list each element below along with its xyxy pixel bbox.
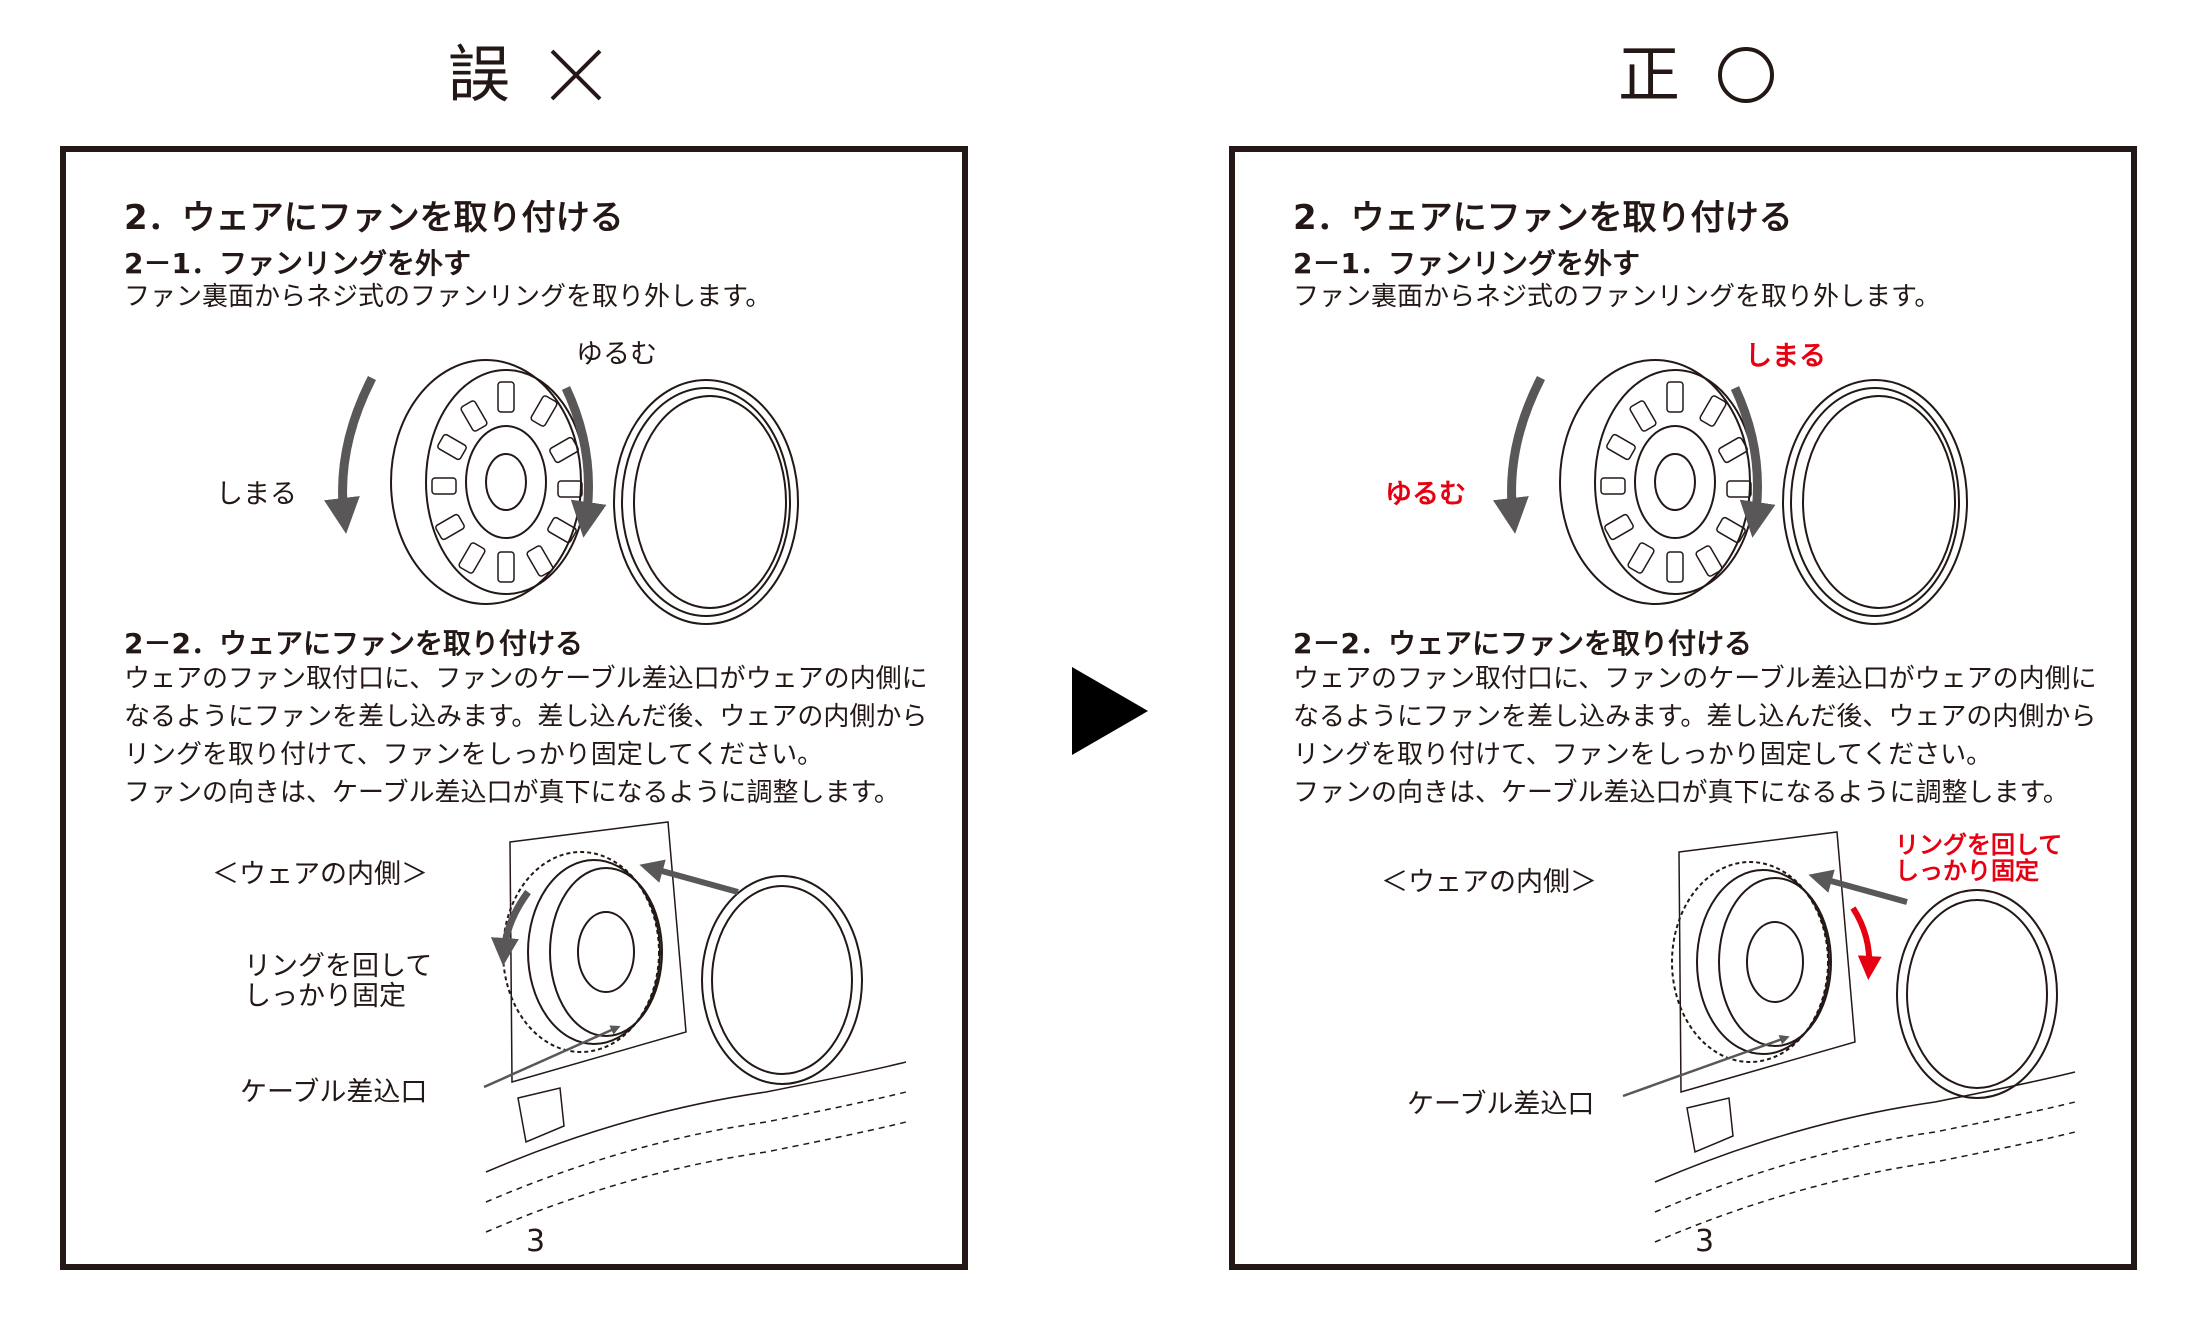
section2-line-1: ウェアのファン取付口に、ファンのケーブル差込口がウェアの内側に (1293, 664, 2097, 694)
section1-body: ファン裏面からネジ式のファンリングを取り外します。 (124, 282, 772, 312)
page-number: 3 (1695, 1224, 1715, 1259)
section2-line-3: リングを取り付けて、ファンをしっかり固定してください。 (124, 740, 824, 770)
label-loosen: ゆるむ (1385, 479, 1466, 510)
section1-body: ファン裏面からネジ式のファンリングを取り外します。 (1293, 282, 1941, 312)
heading-wrong-text: 誤 (448, 38, 511, 111)
section2-body: ウェアのファン取付口に、ファンのケーブル差込口がウェアの内側に なるようにファン… (1293, 660, 2097, 812)
fan-bottom-icon (502, 851, 663, 1053)
label-inside: ＜ウェアの内側＞ (212, 859, 428, 890)
label-ring-fix-line-1: リングを回して (244, 951, 433, 982)
section2-line-4: ファンの向きは、ケーブル差込口が真下になるように調整します。 (1293, 778, 2069, 808)
heading-wrong: 誤 (448, 30, 606, 120)
label-inside: ＜ウェアの内側＞ (1381, 867, 1597, 898)
label-ring-fix-line-2: しっかり固定 (244, 981, 406, 1012)
garment-icon (1654, 831, 2076, 1243)
fan-ring-illustration (324, 359, 907, 1233)
fan-icon (390, 359, 587, 605)
section2-line-2: なるようにファンを差し込みます。差し込んだ後、ウェアの内側から (1293, 702, 2097, 732)
label-ring-fix: リングを回して しっかり固定 (1895, 832, 2062, 884)
rotate-arrow-right-icon (561, 386, 607, 538)
heading-right: 正 (1618, 30, 1776, 120)
label-tighten: しまる (1745, 341, 1826, 372)
rotate-arrow-bottom-icon (490, 889, 531, 966)
label-tighten: しまる (216, 479, 297, 510)
section2-title: 2－2．ウェアにファンを取り付ける (124, 627, 583, 660)
ring-bottom-icon (701, 875, 863, 1085)
label-ring-fix: リングを回して しっかり固定 (244, 952, 432, 1012)
garment-icon (485, 821, 907, 1233)
label-ring-fix-line-1: リングを回して (1895, 831, 2063, 859)
rotate-arrow-left-icon (324, 375, 377, 534)
page-title: 2．ウェアにファンを取り付ける (124, 198, 624, 238)
cross-icon (550, 49, 602, 101)
ring-icon (613, 379, 799, 625)
attach-arrow-icon (1808, 869, 1908, 905)
section2-line-2: なるようにファンを差し込みます。差し込んだ後、ウェアの内側から (124, 702, 928, 732)
ring-bottom-icon (1896, 889, 2058, 1099)
label-cable: ケーブル差込口 (240, 1077, 428, 1108)
section2-line-3: リングを取り付けて、ファンをしっかり固定してください。 (1293, 740, 1993, 770)
heading-right-text: 正 (1618, 38, 1681, 111)
fan-bottom-icon (1671, 861, 1832, 1063)
fan-ring-illustration (1493, 359, 2076, 1243)
section1-title: 2－1．ファンリングを外す (1293, 247, 1640, 280)
rotate-arrow-left-icon (1493, 375, 1546, 534)
label-ring-fix-line-2: しっかり固定 (1895, 857, 2039, 885)
fan-icon (1559, 359, 1756, 605)
panel-right: 2．ウェアにファンを取り付ける 2－1．ファンリングを外す ファン裏面からネジ式… (1229, 146, 2137, 1270)
page-title: 2．ウェアにファンを取り付ける (1293, 198, 1793, 238)
rotate-arrow-red-icon (1850, 906, 1882, 980)
section2-line-4: ファンの向きは、ケーブル差込口が真下になるように調整します。 (124, 778, 900, 808)
ring-icon (1782, 379, 1968, 625)
section2-body: ウェアのファン取付口に、ファンのケーブル差込口がウェアの内側に なるようにファン… (124, 660, 928, 812)
label-loosen: ゆるむ (576, 339, 657, 370)
page-number: 3 (526, 1224, 546, 1259)
cable-leader-line (1622, 1034, 1790, 1098)
attach-arrow-icon (639, 859, 739, 895)
circle-icon (1718, 47, 1775, 103)
section1-title: 2－1．ファンリングを外す (124, 247, 471, 280)
cable-leader-line (483, 1025, 621, 1089)
label-cable: ケーブル差込口 (1407, 1089, 1595, 1120)
play-arrow-icon (1072, 667, 1148, 755)
section2-line-1: ウェアのファン取付口に、ファンのケーブル差込口がウェアの内側に (124, 664, 928, 694)
panel-wrong: 2．ウェアにファンを取り付ける 2－1．ファンリングを外す ファン裏面からネジ式… (60, 146, 968, 1270)
rotate-arrow-right-icon (1730, 386, 1776, 538)
section2-title: 2－2．ウェアにファンを取り付ける (1293, 627, 1752, 660)
